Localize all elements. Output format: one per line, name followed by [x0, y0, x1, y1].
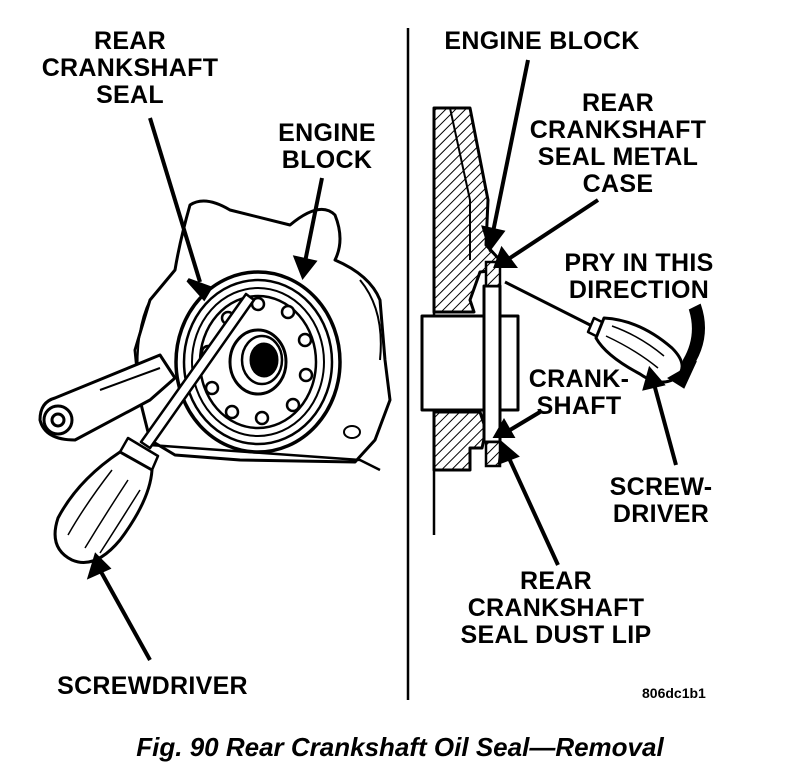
left-screwdriver-label: SCREWDRIVER	[57, 672, 248, 700]
right-screwdriver-label: SCREW- DRIVER	[609, 473, 713, 528]
engine-block-section	[432, 106, 500, 535]
seal-metal-case	[484, 260, 502, 468]
left-rear-crankshaft-seal-label: REAR CRANKSHAFT SEAL	[41, 27, 219, 109]
right-seal-dust-lip-label: REAR CRANKSHAFT SEAL DUST LIP	[460, 567, 652, 649]
left-engine-block-label: ENGINE BLOCK	[278, 119, 376, 174]
left-leader-lines	[86, 117, 324, 661]
figure-caption: Fig. 90 Rear Crankshaft Oil Seal—Removal	[136, 732, 664, 762]
right-pry-direction-label: PRY IN THIS DIRECTION	[564, 249, 714, 304]
pry-direction-arrow-icon	[667, 303, 705, 389]
crankshaft-section	[420, 284, 520, 444]
left-bracket-arm	[38, 353, 177, 442]
figure-code: 806dc1b1	[642, 685, 706, 701]
right-seal-metal-case-label: REAR CRANKSHAFT SEAL METAL CASE	[529, 89, 707, 198]
right-crankshaft-label: CRANK- SHAFT	[528, 365, 630, 420]
right-leader-lines	[481, 59, 678, 566]
right-engine-block-label: ENGINE BLOCK	[444, 27, 640, 55]
left-screwdriver	[53, 292, 256, 564]
